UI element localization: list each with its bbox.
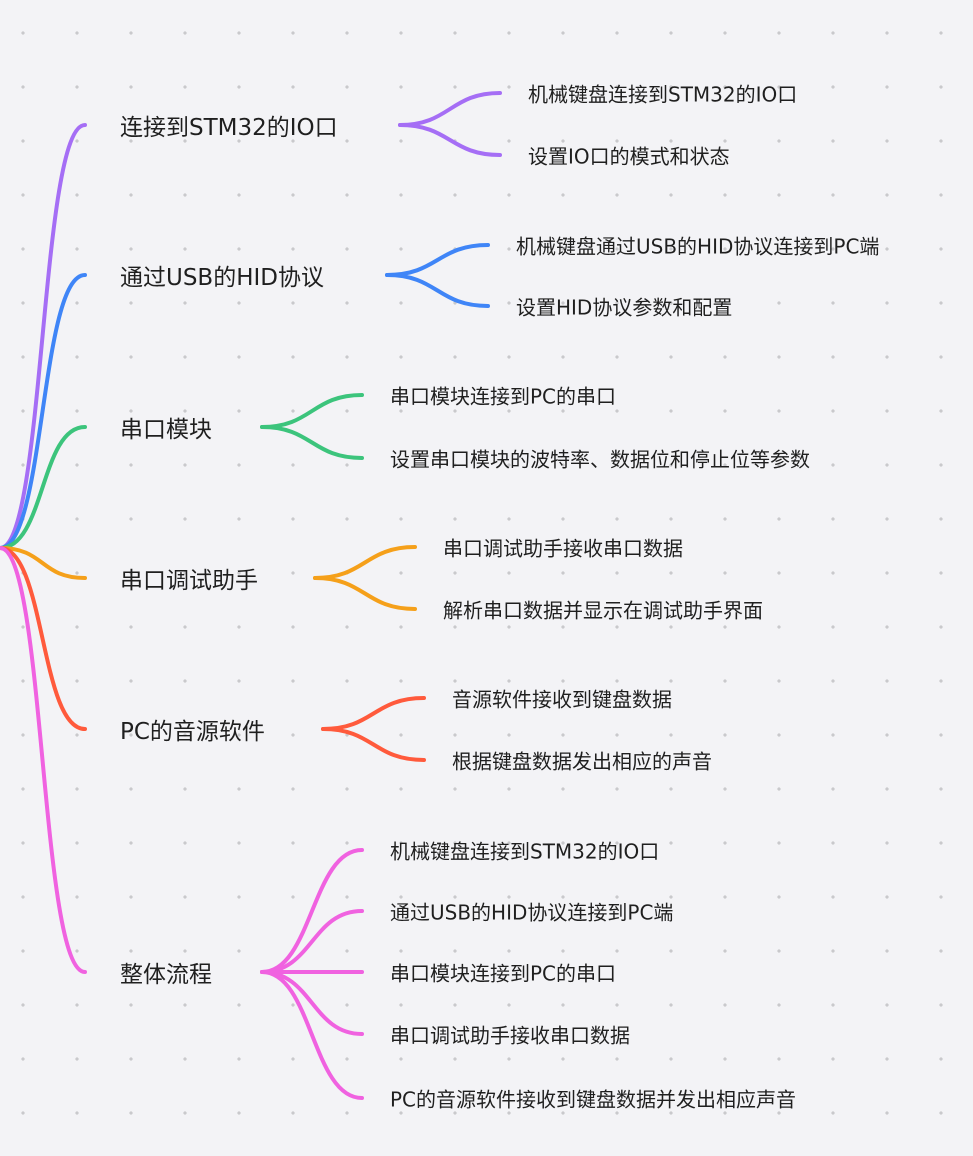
subtopic[interactable]: 机械键盘通过USB的HID协议连接到PC端 <box>516 234 880 259</box>
branch-topic[interactable]: 连接到STM32的IO口 <box>120 115 338 141</box>
subtopic[interactable]: 根据键盘数据发出相应的声音 <box>452 749 712 774</box>
root-connector <box>0 273 87 550</box>
subtopic[interactable]: 解析串口数据并显示在调试助手界面 <box>443 598 763 623</box>
child-connector <box>260 848 364 974</box>
subtopic[interactable]: 串口模块连接到PC的串口 <box>390 384 617 409</box>
child-connector <box>260 425 364 460</box>
subtopic[interactable]: 音源软件接收到键盘数据 <box>452 687 672 712</box>
child-connector <box>385 273 490 308</box>
child-connector <box>313 576 417 611</box>
subtopic[interactable]: 设置HID协议参数和配置 <box>516 295 733 320</box>
child-connector <box>260 393 364 429</box>
root-connector <box>0 546 87 974</box>
child-connector <box>260 970 364 1100</box>
subtopic[interactable]: 通过USB的HID协议连接到PC端 <box>390 900 674 925</box>
child-connector <box>260 970 364 1036</box>
branch-topic[interactable]: 串口调试助手 <box>120 568 258 594</box>
child-connector <box>313 545 417 580</box>
subtopic[interactable]: 机械键盘连接到STM32的IO口 <box>390 839 660 864</box>
child-connector <box>321 696 426 731</box>
branch-topic[interactable]: PC的音源软件 <box>120 719 265 745</box>
child-connector <box>260 909 364 974</box>
child-connector <box>385 243 490 277</box>
branch-topic[interactable]: 通过USB的HID协议 <box>120 265 325 291</box>
subtopic[interactable]: 设置串口模块的波特率、数据位和停止位等参数 <box>390 447 810 472</box>
child-connector <box>398 123 502 157</box>
root-connector <box>0 425 87 550</box>
subtopic[interactable]: PC的音源软件接收到键盘数据并发出相应声音 <box>390 1087 797 1112</box>
root-connector <box>0 123 87 550</box>
root-connector <box>0 546 87 731</box>
root-connector <box>0 546 87 580</box>
child-connector <box>398 91 502 127</box>
branch-topic[interactable]: 整体流程 <box>120 962 212 988</box>
subtopic[interactable]: 机械键盘连接到STM32的IO口 <box>528 82 798 107</box>
subtopic[interactable]: 串口调试助手接收串口数据 <box>443 536 683 561</box>
branch-topic[interactable]: 串口模块 <box>120 417 212 443</box>
subtopic[interactable]: 串口调试助手接收串口数据 <box>390 1023 630 1048</box>
subtopic[interactable]: 设置IO口的模式和状态 <box>528 144 730 169</box>
child-connector <box>321 727 426 762</box>
subtopic[interactable]: 串口模块连接到PC的串口 <box>390 961 617 986</box>
